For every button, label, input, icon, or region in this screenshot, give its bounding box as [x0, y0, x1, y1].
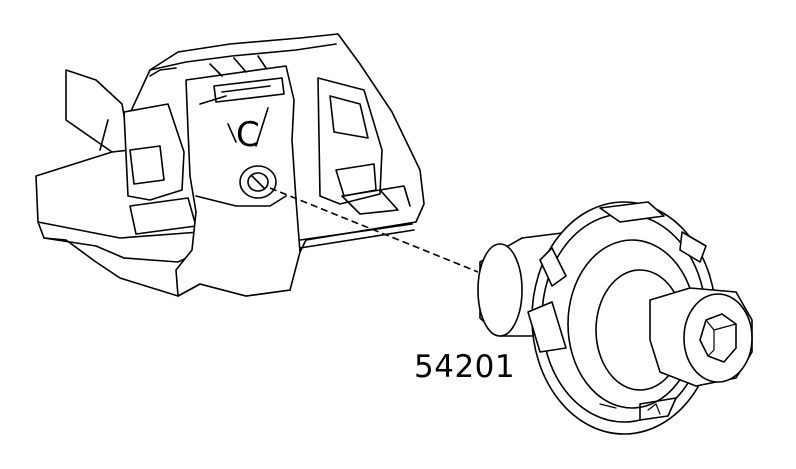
ring-tab — [539, 247, 567, 287]
roof-rack-foot: C — [35, 33, 425, 297]
clamp-plate — [175, 65, 301, 297]
foot-left-cavity — [123, 103, 185, 201]
ring-tab — [679, 231, 707, 263]
part-number-label: 54201 — [414, 349, 516, 385]
ring-tab — [527, 301, 567, 353]
foot-left-arm — [65, 69, 131, 153]
foot-right-cavity — [317, 77, 383, 205]
adapter-key-54201 — [477, 201, 753, 435]
alignment-dashed-line — [269, 187, 479, 273]
foot-mark-letter: C — [236, 115, 260, 155]
ring-tab — [599, 201, 665, 223]
